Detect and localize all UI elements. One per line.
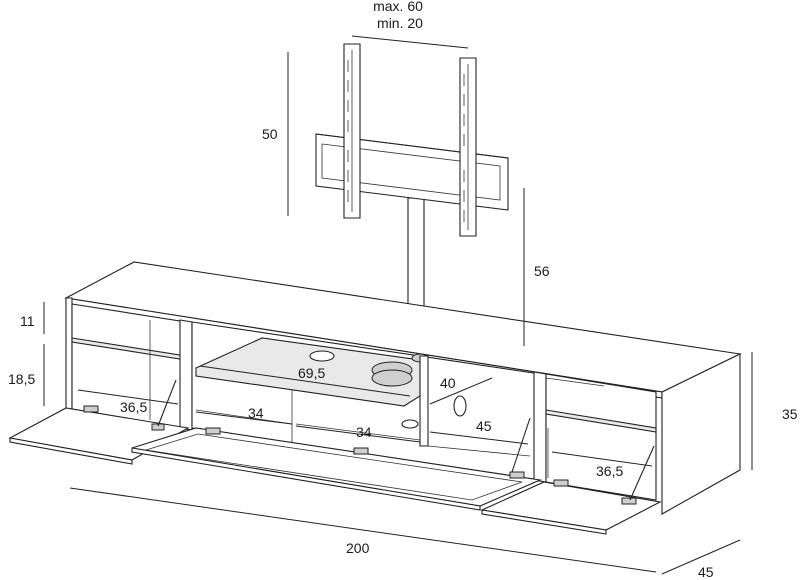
center-left-width-label: 34	[248, 405, 264, 421]
hinge-icon	[553, 479, 569, 487]
hinge-icon	[151, 423, 165, 431]
hinge-icon	[509, 471, 525, 479]
right-compartment-width-label: 36,5	[596, 463, 623, 479]
bracket-min-label: min. 20	[377, 15, 423, 31]
dimension-labels: max. 60 min. 20 50 56 11 18,5 36,5 69,5 …	[8, 0, 798, 580]
cabinet-height-label: 35	[782, 406, 798, 422]
hinge-icon	[205, 427, 221, 435]
left-compartment-width-label: 36,5	[120, 399, 147, 415]
hinge-icon	[83, 405, 99, 413]
cabinet-depth-label: 45	[698, 564, 714, 580]
side-compartment-height-label: 18,5	[8, 371, 35, 387]
tv-mount	[315, 43, 509, 321]
center-right-width-label: 34	[356, 424, 372, 440]
hinge-icon	[621, 497, 637, 505]
center-shelf-width-label: 69,5	[298, 365, 325, 381]
cabinet-width-label: 200	[346, 540, 370, 556]
right-side-panel	[661, 353, 741, 515]
tv-bracket-height-label: 50	[262, 126, 278, 142]
center-depth-label: 40	[440, 375, 456, 391]
column-height-label: 56	[534, 263, 550, 279]
bracket-max-label: max. 60	[373, 0, 423, 14]
right-inner-width-label: 45	[476, 418, 492, 434]
right-compartment	[545, 373, 657, 501]
dimension-lines	[43, 35, 753, 575]
top-compartment-height-label: 11	[20, 313, 35, 329]
support-column	[407, 197, 425, 321]
flap-doors	[8, 379, 662, 535]
hinge-icon	[353, 447, 369, 455]
